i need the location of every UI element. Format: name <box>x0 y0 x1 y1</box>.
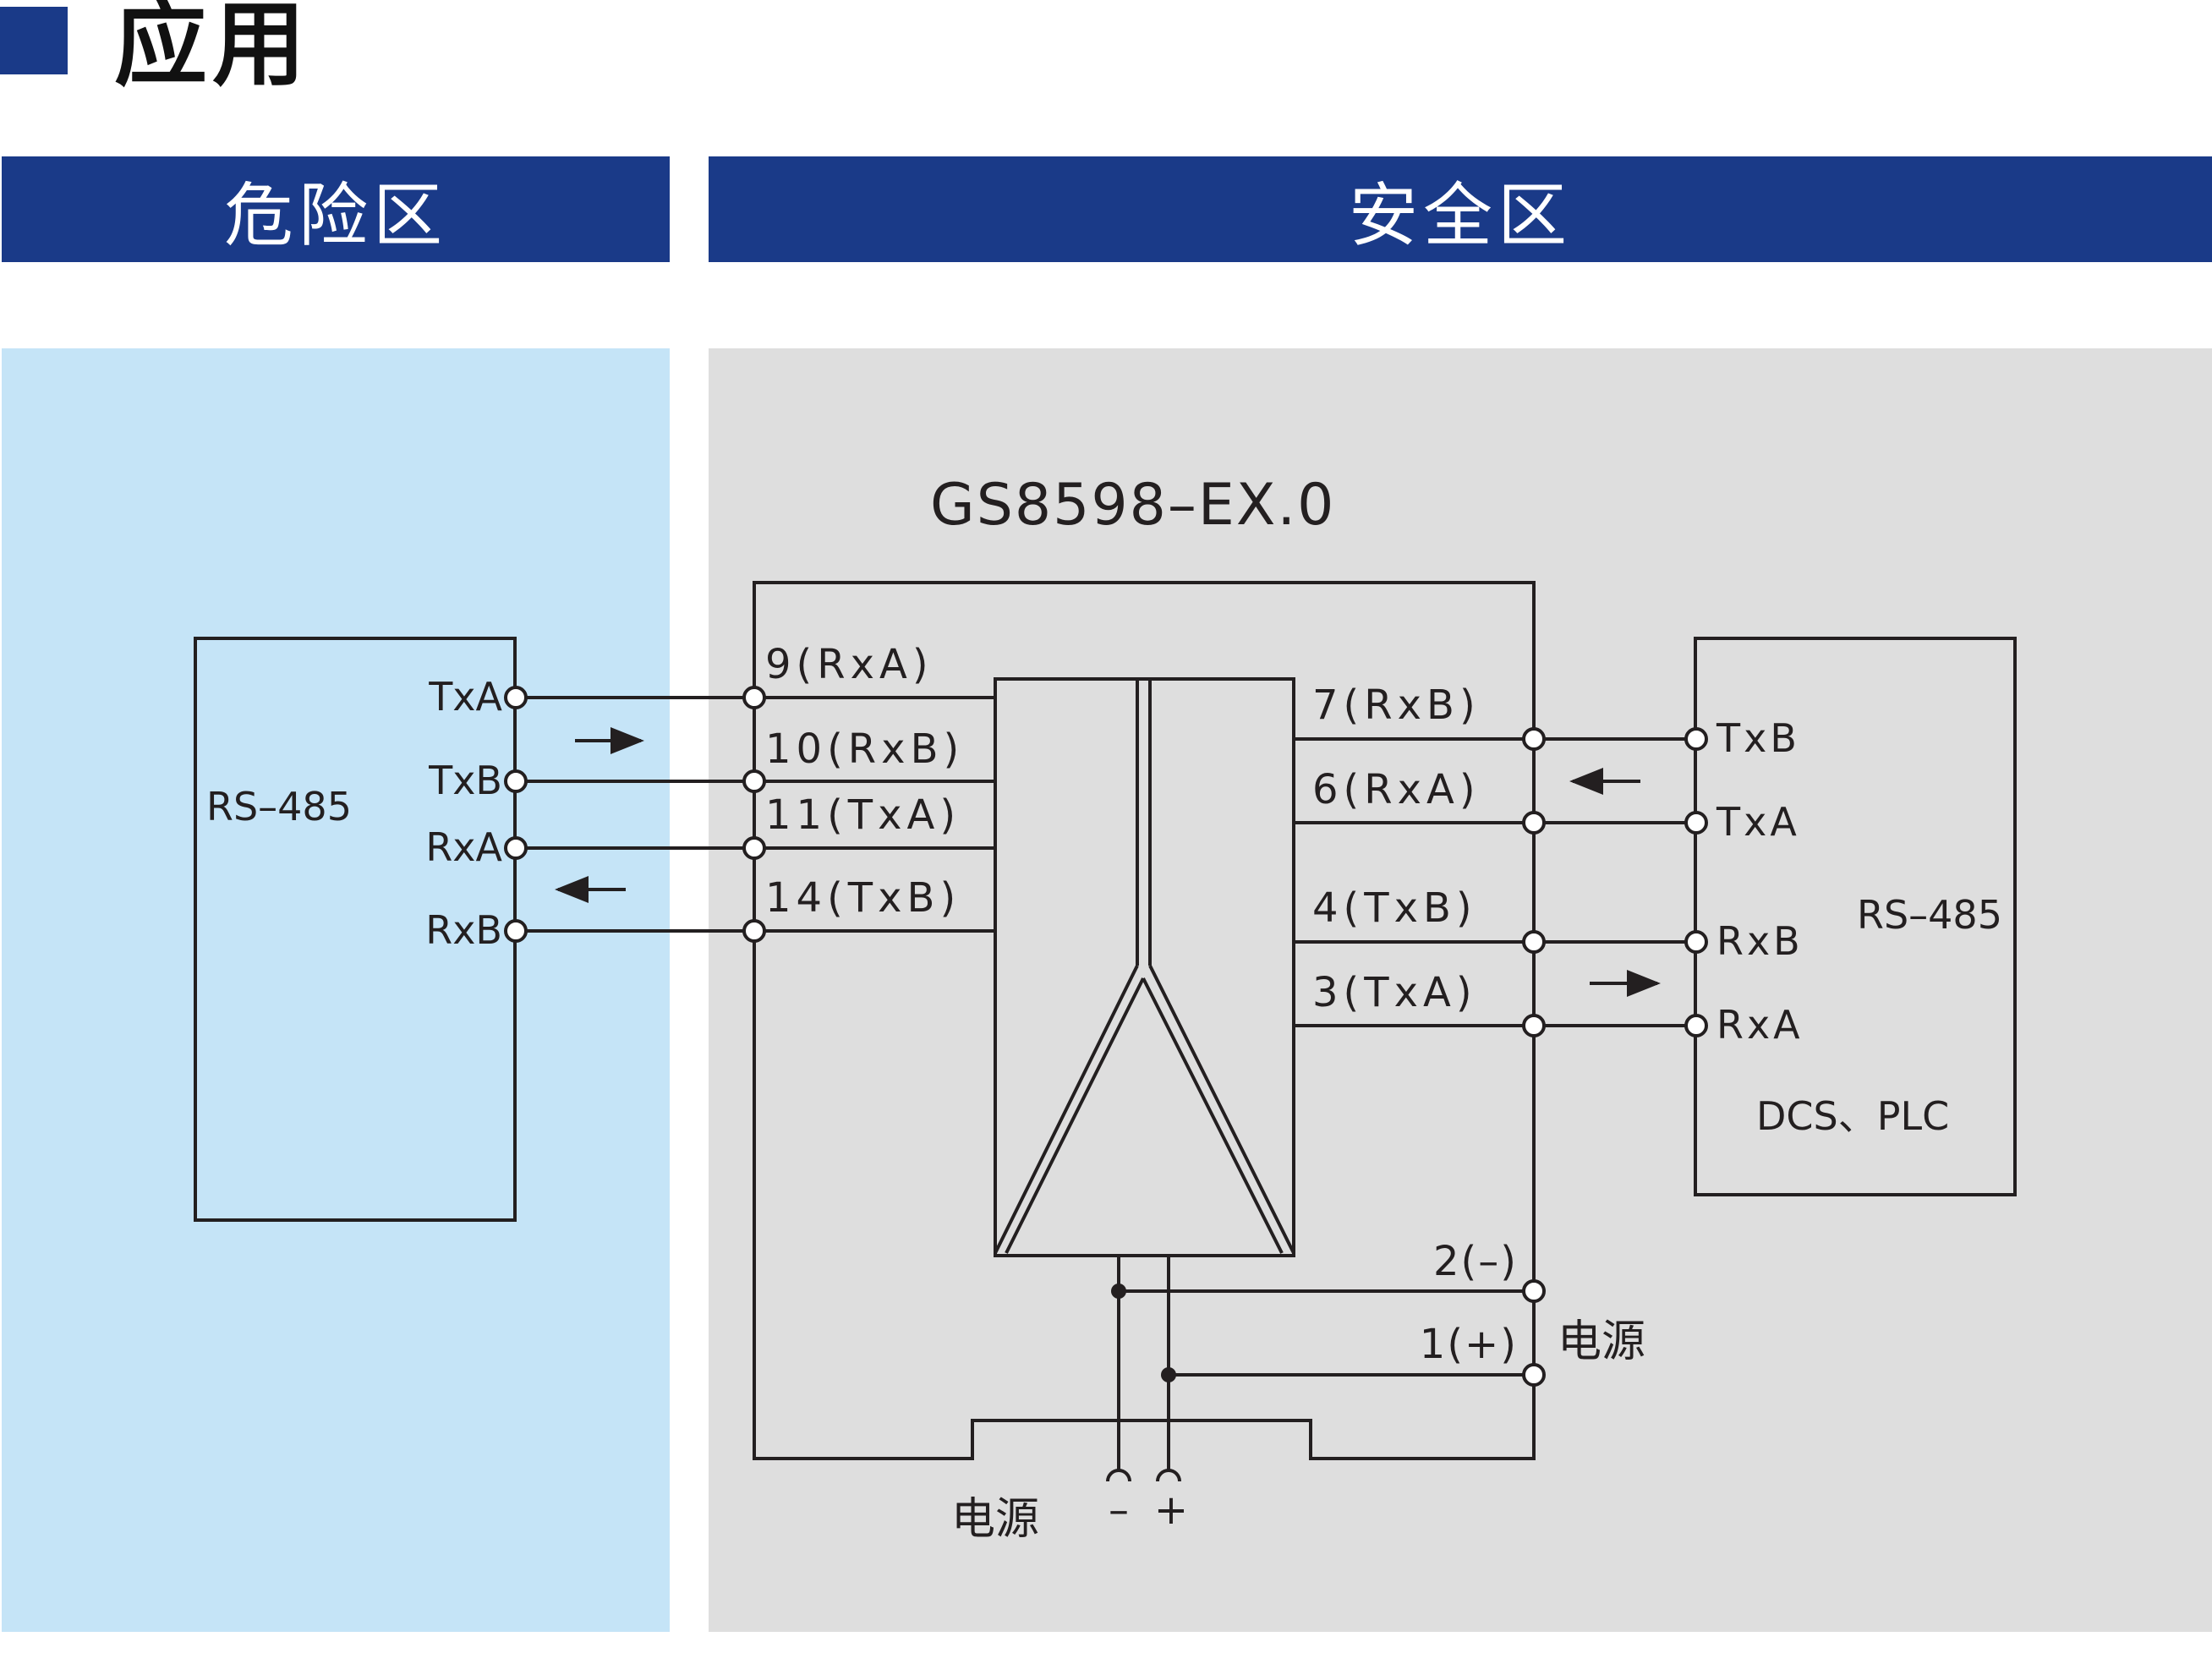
terminal-field-rxa <box>504 836 528 860</box>
terminal-label-11: 11(TxA) <box>765 791 961 839</box>
device-model: GS8598–EX.0 <box>930 472 1335 539</box>
terminal-3 <box>1522 1014 1546 1037</box>
terminal-label-7: 7(RxB) <box>1312 681 1481 729</box>
section-marker <box>0 7 68 74</box>
terminal-9 <box>742 686 766 709</box>
hazardous-zone-area <box>2 348 670 1632</box>
terminal-label-14: 14(TxB) <box>765 874 961 922</box>
terminal-field-rxb <box>504 919 528 943</box>
terminal-host-rxa <box>1684 1014 1708 1037</box>
safe-zone-header: 安全区 <box>709 156 2212 262</box>
host-device-name: RS–485 <box>1857 892 2002 938</box>
field-port-txa: TxA <box>428 674 502 720</box>
safe-zone-area <box>709 348 2212 1632</box>
host-device-box <box>1694 637 2017 1196</box>
terminal-2 <box>1522 1279 1546 1303</box>
host-port-txb: TxB <box>1716 715 1800 761</box>
terminal-label-3: 3(TxA) <box>1312 969 1477 1016</box>
terminal-label-6: 6(RxA) <box>1312 766 1481 813</box>
terminal-label-9: 9(RxA) <box>765 641 934 688</box>
terminal-1 <box>1522 1363 1546 1387</box>
field-port-rxb: RxB <box>425 907 502 953</box>
terminal-6 <box>1522 811 1546 835</box>
host-port-rxa: RxA <box>1716 1002 1804 1048</box>
terminal-label-4: 4(TxB) <box>1312 884 1477 932</box>
host-device-subtitle: DCS、PLC <box>1756 1093 1949 1139</box>
terminal-field-txb <box>504 769 528 793</box>
junction-plus <box>1161 1367 1176 1382</box>
power-plus-connector <box>1156 1469 1181 1482</box>
terminal-14 <box>742 919 766 943</box>
terminal-7 <box>1522 727 1546 751</box>
barrier-outline <box>753 581 1536 1460</box>
terminal-host-txb <box>1684 727 1708 751</box>
terminal-4 <box>1522 930 1546 954</box>
isolation-symbol <box>994 679 1295 1254</box>
field-port-rxa: RxA <box>425 824 502 870</box>
terminal-11 <box>742 836 766 860</box>
terminal-host-rxb <box>1684 930 1708 954</box>
terminal-10 <box>742 769 766 793</box>
power-label-bottom: 电源 <box>951 1494 1039 1545</box>
isolation-module <box>994 677 1295 1257</box>
power-minus-connector <box>1106 1469 1131 1482</box>
host-port-txa: TxA <box>1716 799 1800 845</box>
terminal-label-2: 2(–) <box>1433 1238 1518 1285</box>
terminal-label-1: 1(+) <box>1420 1321 1518 1368</box>
terminal-field-txa <box>504 686 528 709</box>
power-label-right: 电源 <box>1558 1316 1645 1367</box>
power-minus-sign: – <box>1109 1486 1129 1534</box>
section-title: 应用 <box>114 0 310 99</box>
terminal-host-txa <box>1684 811 1708 835</box>
field-port-txb: TxB <box>428 758 502 803</box>
power-plus-sign: + <box>1154 1486 1188 1534</box>
junction-minus <box>1111 1284 1126 1299</box>
terminal-label-10: 10(RxB) <box>765 725 964 773</box>
host-port-rxb: RxB <box>1716 918 1804 964</box>
field-device-name: RS–485 <box>206 784 352 829</box>
hazardous-zone-header: 危险区 <box>2 156 670 262</box>
